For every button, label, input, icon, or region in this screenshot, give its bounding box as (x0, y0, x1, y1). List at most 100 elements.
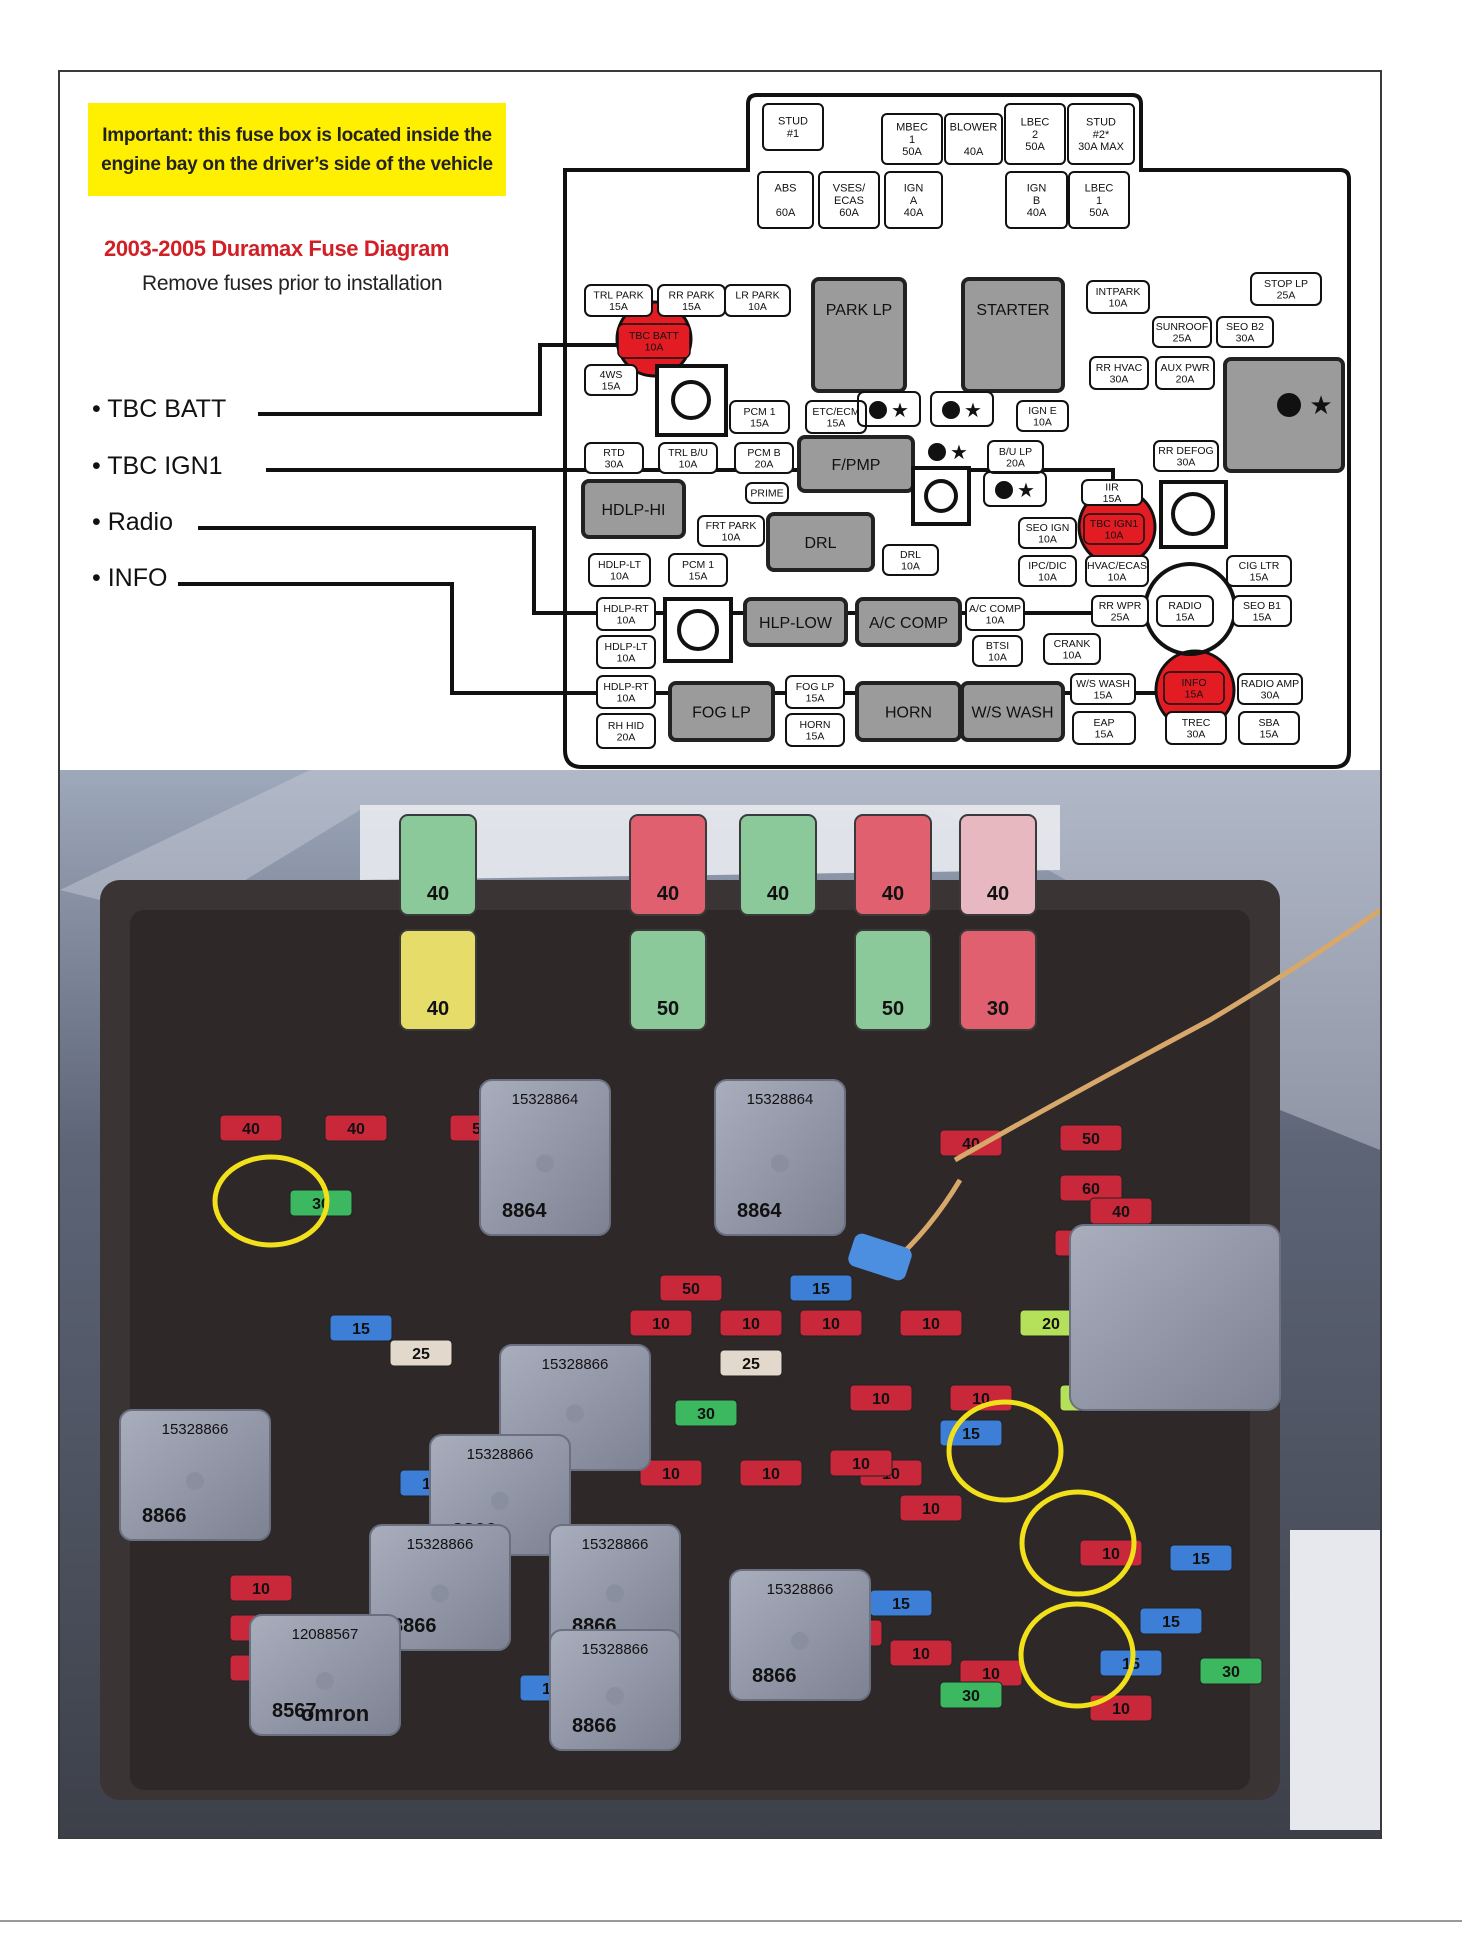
fuse-label-line: 20A (617, 732, 636, 744)
fuse-label-line: 15A (1253, 612, 1272, 624)
diagram-subtitle: Remove fuses prior to installation (142, 272, 443, 295)
photo-mini-fuse: 10 (739, 1459, 803, 1487)
photo-maxi-fuse-body (399, 929, 477, 1031)
fuse-label-line: 60A (776, 207, 796, 219)
fuse-label-line: LR PARK (735, 289, 779, 301)
star-number-disc (869, 401, 887, 419)
photo-maxi-fuse: 40 (739, 814, 817, 916)
photo-mini-fuse-body (899, 1494, 963, 1522)
fuse-label-line: 1 (909, 134, 915, 146)
fuse-outline (818, 171, 880, 229)
fuse-label-line: STUD (778, 116, 808, 128)
fuse-label-line: 10A (617, 693, 636, 705)
photo-maxi-fuse-label: 40 (987, 883, 1009, 905)
photo-relay-code: 15328866 (162, 1421, 229, 1438)
star-icon: ★ (891, 400, 909, 422)
relay-hlp-low: HLP-LOW (743, 597, 848, 647)
notice-line-1: Important: this fuse box is located insi… (102, 124, 492, 146)
photo-mini-fuse-label: 40 (347, 1121, 365, 1138)
photo-mini-fuse-body (674, 1399, 738, 1427)
fuse-label-line: PCM 1 (743, 406, 775, 418)
photo-mini-fuse-body (939, 1681, 1003, 1709)
fuse-outline (1016, 400, 1069, 432)
fuse-label-line: A/C COMP (969, 603, 1021, 615)
fuse-outline (596, 597, 656, 631)
fuse-label-line: 20A (755, 459, 774, 471)
fuse-label-line: 15A (1095, 729, 1114, 741)
photo-mini-fuse: 40 (219, 1114, 283, 1142)
photo-mini-fuse-label: 10 (922, 1501, 940, 1518)
fuse-label-line: IPC/DIC (1028, 560, 1067, 572)
fuse-label-line: 15A (689, 571, 708, 583)
fuse-label-line: 10A (901, 561, 920, 573)
fuse-label-line: 15A (602, 381, 621, 393)
photo-relay-code: 15328864 (747, 1091, 814, 1108)
photo-mini-fuse-label: 15 (1192, 1551, 1210, 1568)
fuse-outline (1232, 595, 1292, 627)
fuse-outline (1018, 517, 1077, 549)
photo-relay-rivet (491, 1492, 509, 1510)
fuse-label-line: 10A (1105, 530, 1124, 542)
fuse-outline (596, 635, 656, 669)
relay-outline (743, 597, 848, 647)
fuse-outline (1072, 711, 1136, 745)
fuse-label-line: 30A MAX (1078, 141, 1125, 153)
fuse-outline (1086, 280, 1150, 314)
photo-mini-fuse-body (899, 1309, 963, 1337)
photo-mini-fuse-body (829, 1449, 893, 1477)
fuse-label-line: FRT PARK (706, 520, 757, 532)
photo-mini-fuse-label: 10 (652, 1316, 670, 1333)
fuse-outline (1155, 356, 1215, 390)
photo-maxi-fuse-body (959, 929, 1037, 1031)
photo-mini-fuse: 10 (829, 1449, 893, 1477)
fuse-label-line: 30A (1236, 333, 1255, 345)
photo-highlight-radio (1019, 1489, 1137, 1597)
photo-mini-fuse-body (219, 1114, 283, 1142)
photo-maxi-fuse-label: 30 (987, 998, 1009, 1020)
fuse-outline (785, 675, 845, 709)
fuse-outline (1068, 171, 1130, 229)
star-number-disc (928, 443, 946, 461)
photo-maxi-fuse: 40 (959, 814, 1037, 916)
relay-starter: STARTER (961, 277, 1065, 393)
fuse-outline (785, 713, 845, 747)
photo-mini-fuse-body (799, 1309, 863, 1337)
star-icon: ★ (1017, 480, 1035, 502)
diagram-title: 2003-2005 Duramax Fuse Diagram (104, 236, 450, 261)
fuse-outline (1070, 673, 1136, 705)
star-number: 4 (1001, 483, 1008, 497)
photo-relay-code: 15328866 (582, 1641, 649, 1658)
photo-relay-rivet (536, 1154, 554, 1173)
relay-label: W/S WASH (971, 705, 1053, 722)
relay-fog-lp: FOG LP (668, 681, 775, 742)
relay-a-c-comp: A/C COMP (855, 597, 962, 647)
photo-maxi-fuse: 40 (854, 814, 932, 916)
photo-maxi-fuse-label: 40 (427, 883, 449, 905)
fuse-label-line: W/S WASH (1076, 678, 1130, 690)
relay-hdlp-hi: HDLP-HI (581, 479, 686, 539)
star-number-disc (995, 481, 1013, 499)
photo-maxi-fuse: 50 (854, 929, 932, 1031)
photo-mini-fuse-label: 20 (1042, 1316, 1060, 1333)
fuse-outline (1085, 555, 1149, 587)
relay-w-s-wash: W/S WASH (960, 681, 1065, 742)
fuse-label-line: HDLP-LT (598, 559, 642, 571)
fuse-outline (724, 284, 791, 317)
